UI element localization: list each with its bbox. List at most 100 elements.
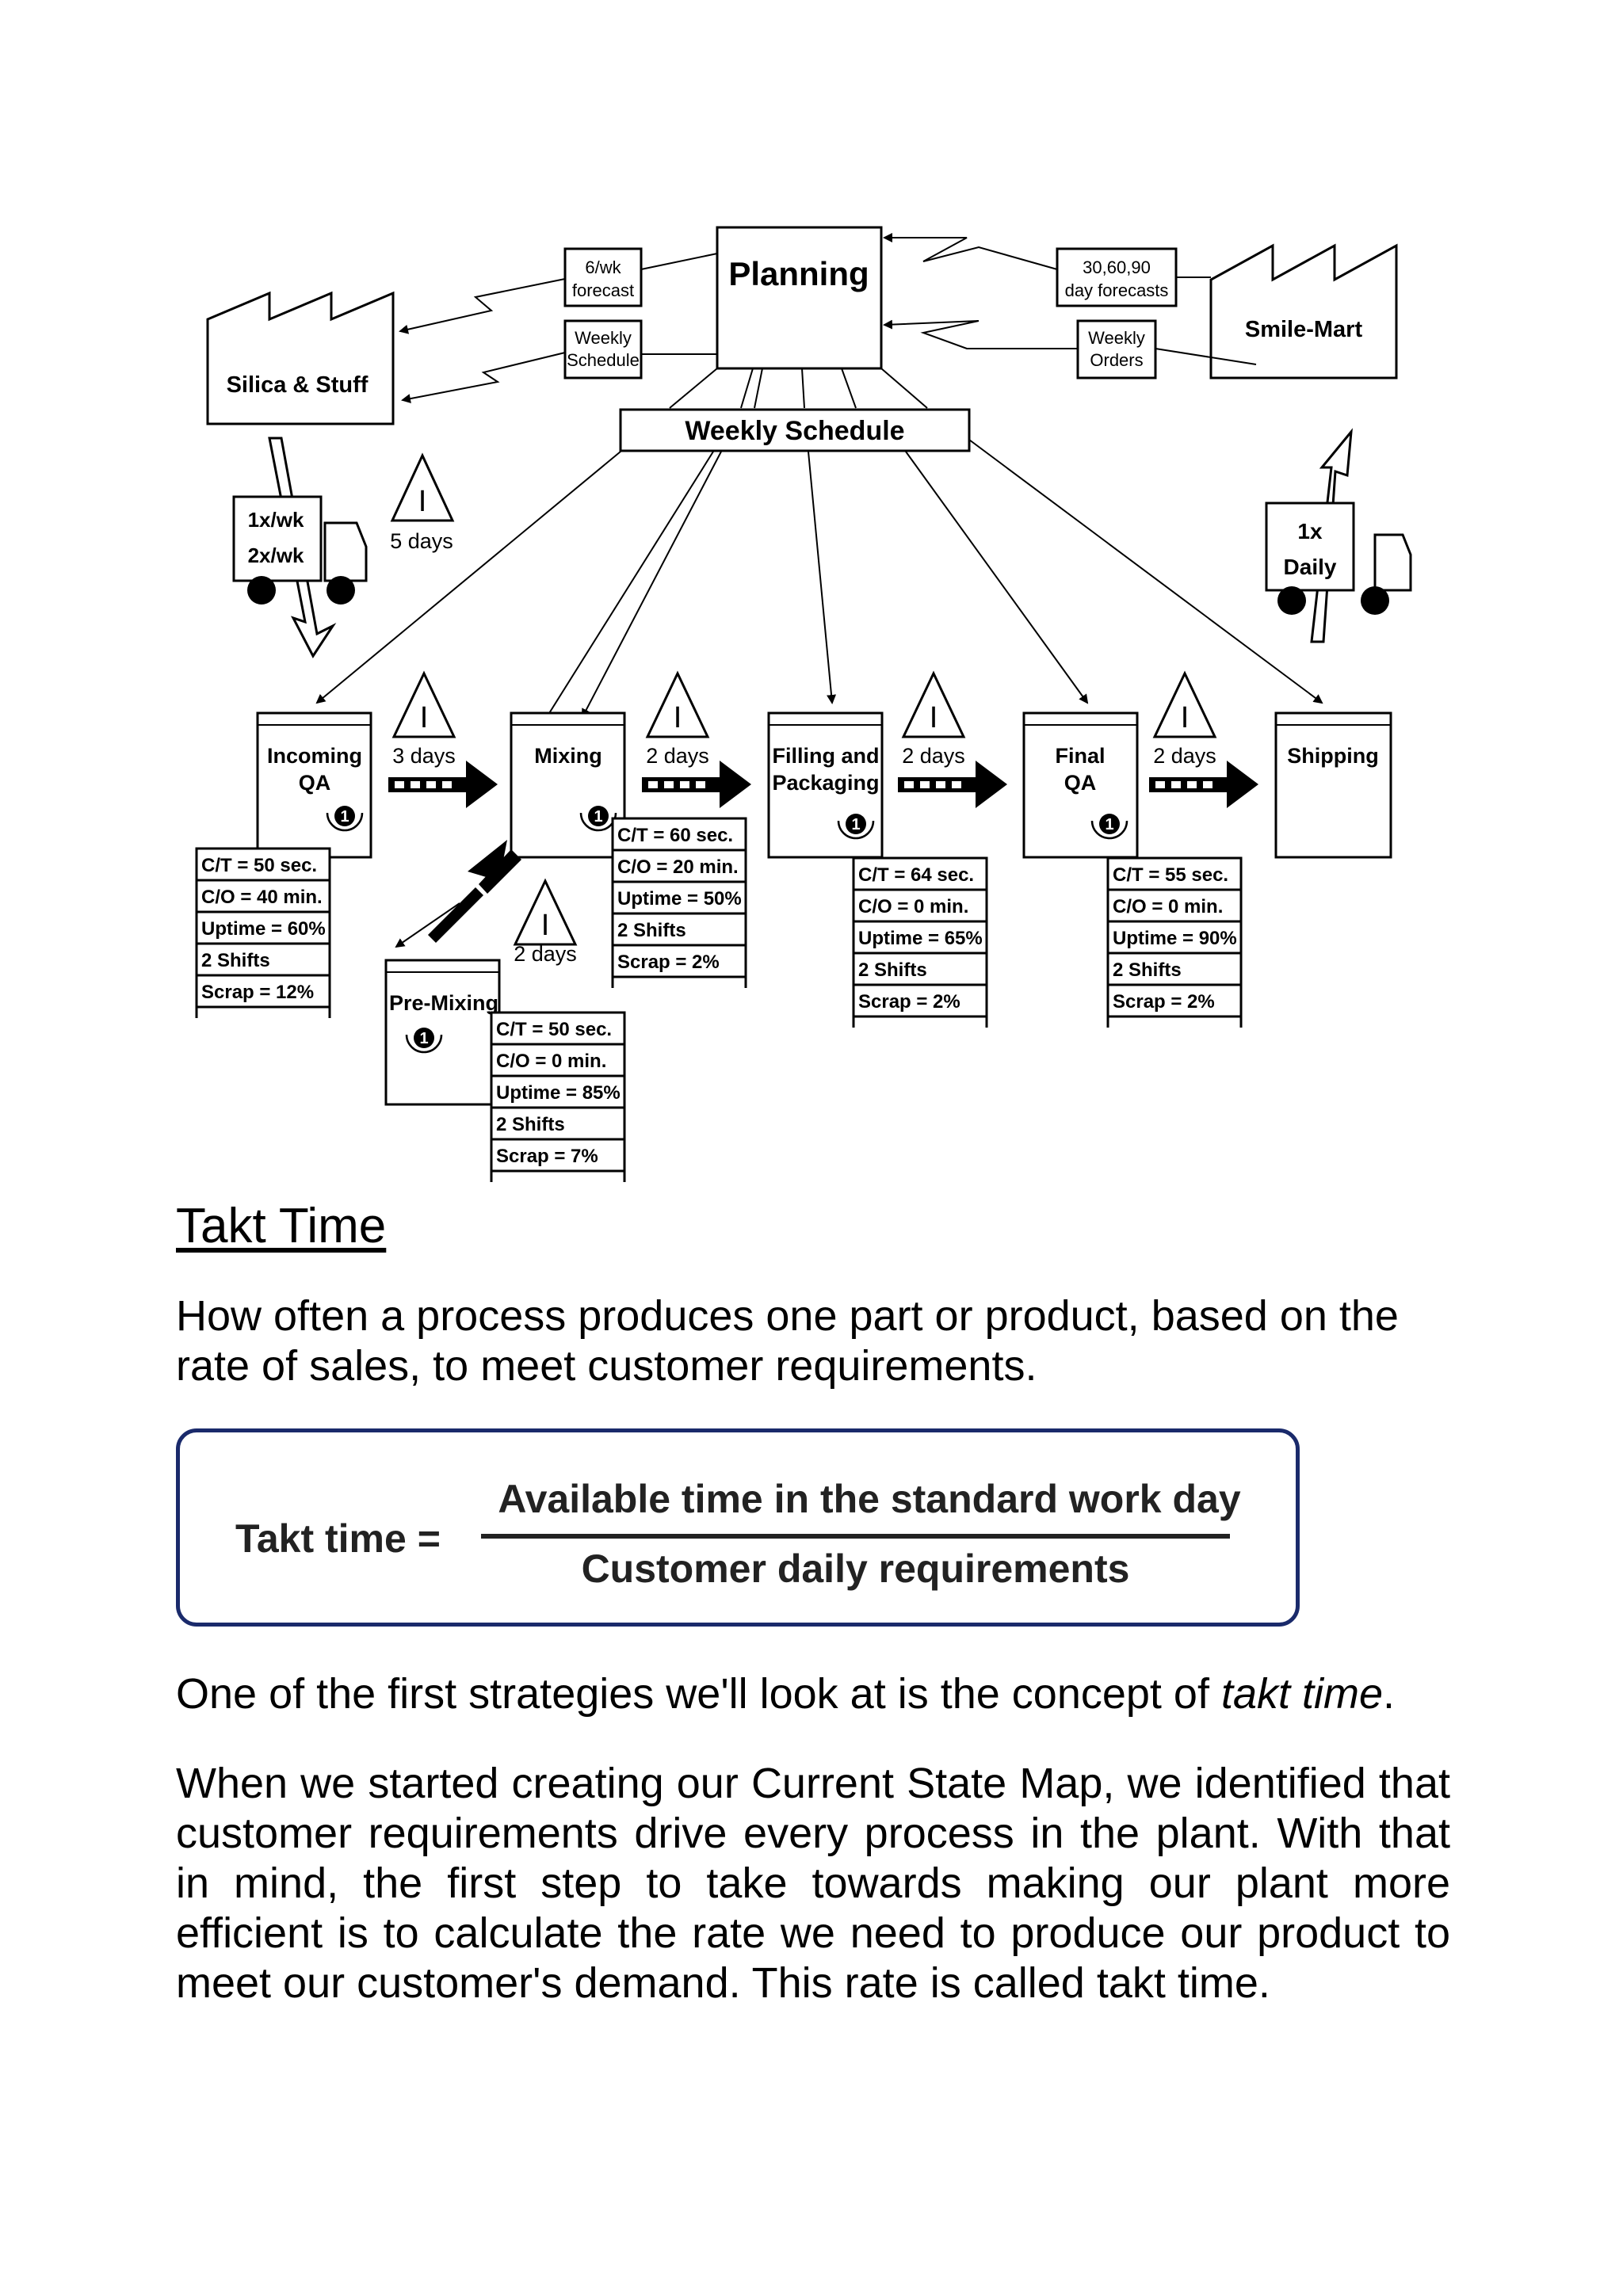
svg-text:1: 1 [419,1030,428,1047]
data-box-row: C/O = 0 min. [858,896,968,917]
data-box-cell [852,983,988,1018]
svg-text:day forecasts: day forecasts [1065,280,1169,300]
data-box-cell [611,880,747,915]
svg-text:1x/wk: 1x/wk [248,508,304,532]
svg-text:3 days: 3 days [392,744,456,768]
svg-text:30,60,90: 30,60,90 [1083,257,1151,277]
data-box-cell [1106,856,1243,891]
data-box-row: C/T = 60 sec. [617,825,733,846]
process-pre-mixing: Pre-Mixing [384,959,501,1106]
formula-lhs: Takt time = [235,1516,441,1561]
section-title: Takt Time [176,1199,387,1253]
supplier-label: Silica & Stuff [227,372,369,398]
data-box-cell [1106,983,1243,1018]
takt-formula-box: Takt time = Available time in the standa… [176,1428,1300,1627]
data-box-legs [1106,1016,1243,1028]
data-box-row: C/T = 50 sec. [201,855,317,876]
svg-text:I: I [1181,701,1190,734]
data-box-row: 2 Shifts [617,920,686,941]
svg-text:2 days: 2 days [646,744,709,768]
intro-period: . [1383,1670,1396,1718]
data-box-cell [490,1106,626,1141]
data-box-row: Uptime = 50% [617,888,742,910]
data-box-row: Scrap = 2% [617,952,720,973]
svg-text:1: 1 [1105,816,1113,833]
data-box-row: C/T = 50 sec. [496,1019,612,1040]
weekly-schedule-bar: Weekly Schedule [619,368,971,452]
svg-text:Filling and: Filling and [773,744,880,768]
outbound-truck: 1x Daily [1265,428,1412,643]
svg-text:Final: Final [1055,744,1105,768]
svg-text:forecast: forecast [572,280,634,300]
svg-text:QA: QA [1064,771,1097,795]
data-box-row: 2 Shifts [201,950,270,971]
data-box-row: 2 Shifts [1113,959,1182,981]
process-filling-packaging: Filling and Packaging [767,711,884,859]
data-box-cell [490,1138,626,1173]
definition-paragraph: How often a process produces one part or… [176,1292,1399,1390]
formula-fraction-bar [481,1534,1230,1539]
data-box-cell [611,944,747,978]
inventory-mixing-filling: I 2 days [642,670,751,808]
svg-text:I: I [541,909,550,942]
svg-text:Packaging: Packaging [772,771,879,795]
svg-text:1: 1 [851,816,860,833]
svg-text:2 days: 2 days [1153,744,1216,768]
svg-text:Mixing: Mixing [534,744,602,768]
weekly-schedule-note: Weekly Schedule [563,319,643,379]
svg-text:Weekly: Weekly [575,328,632,348]
customer-orders-note: Weekly Orders [1076,319,1157,379]
data-box-cell [195,847,331,882]
data-box-row: C/T = 64 sec. [858,864,974,886]
intro-text: One of the first strategies we'll look a… [176,1670,1221,1718]
data-box-row: 2 Shifts [496,1114,565,1135]
data-box-row: Uptime = 60% [201,918,326,940]
svg-text:I: I [420,701,429,734]
svg-text:Weekly Schedule: Weekly Schedule [685,416,904,446]
data-box-cell [611,817,747,852]
svg-text:Pre-Mixing: Pre-Mixing [389,991,498,1015]
data-box-cell [195,879,331,913]
intro-paragraph: One of the first strategies we'll look a… [176,1669,1450,1719]
data-box-row: Uptime = 65% [858,928,983,949]
data-box-cell [611,912,747,947]
data-box-cell [852,888,988,923]
svg-text:5 days: 5 days [390,529,453,553]
svg-text:QA: QA [299,771,331,795]
data-box-incoming-qa: C/T = 50 sec.C/O = 40 min.Uptime = 60%2 … [195,847,331,1018]
data-box-cell [195,974,331,1009]
process-mixing: Mixing [510,711,626,859]
data-box-row: Uptime = 85% [496,1082,621,1104]
data-box-legs [611,977,747,988]
customer-forecast-note: 30,60,90 day forecasts [1056,247,1178,307]
svg-text:Schedule: Schedule [567,350,640,370]
data-box-row: C/O = 0 min. [1113,896,1223,917]
svg-text:1x: 1x [1297,519,1323,543]
process-shipping: Shipping [1274,711,1392,859]
explanation-paragraph: When we started creating our Current Sta… [176,1760,1450,2007]
intro-emphasis: takt time [1220,1670,1384,1718]
data-box-row: Scrap = 12% [201,982,314,1003]
process-final-qa: Final QA [1022,711,1139,859]
inventory-final-shipping: I 2 days [1149,670,1258,808]
operator-icons: 1 1 1 1 1 [326,806,1128,1054]
svg-text:Shipping: Shipping [1287,744,1378,768]
data-box-row: C/O = 0 min. [496,1051,606,1072]
svg-text:1: 1 [594,808,602,826]
svg-text:Daily: Daily [1284,555,1337,579]
schedule-arrows [315,439,1323,719]
data-box-final-qa: C/T = 55 sec.C/O = 0 min.Uptime = 90%2 S… [1106,856,1243,1028]
data-box-row: C/O = 20 min. [617,856,739,878]
data-box-row: 2 Shifts [858,959,927,981]
formula-numerator: Available time in the standard work day [498,1477,1241,1521]
planning-box: Planning [716,226,883,370]
inventory-pre-mixing: I 2 days [513,878,578,966]
svg-text:Incoming: Incoming [267,744,362,768]
svg-text:6/wk: 6/wk [585,257,621,277]
data-box-legs [852,1016,988,1028]
data-box-row: Scrap = 7% [496,1146,598,1167]
customer-factory: Smile-Mart [1209,243,1398,379]
data-box-filling-packaging: C/T = 64 sec. C/O = 0 min. Uptime = 65% 2 S… [852,856,988,1028]
data-box-cell [490,1043,626,1077]
data-box-row: Scrap = 2% [1113,991,1215,1013]
